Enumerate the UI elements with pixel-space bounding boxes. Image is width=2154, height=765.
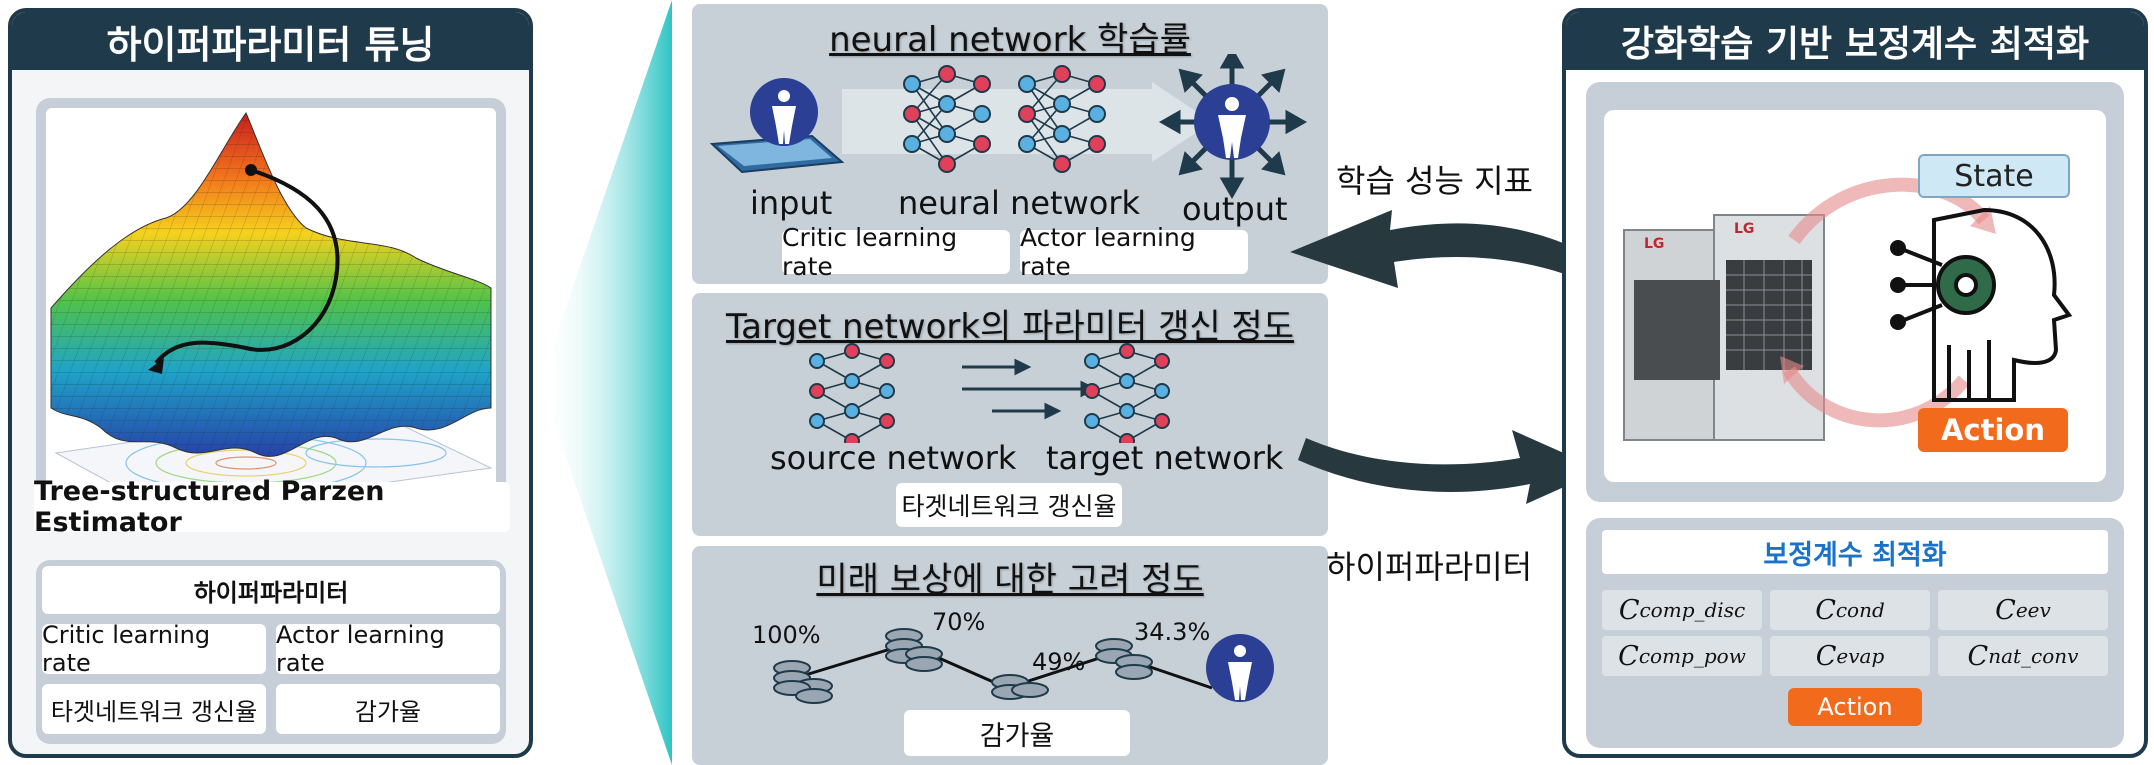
percent-label-70: 70%: [932, 608, 986, 636]
target-update-title: Target network의 파라미터 갱신 정도: [725, 307, 1294, 347]
hp-item-critic-lr: Critic learning rate: [42, 621, 266, 677]
hyperparameter-arrow-label: 하이퍼파라미터: [1326, 548, 1533, 586]
discount-coins-illustration: [773, 628, 1274, 704]
tag-target-update-rate: 타겟네트워크 갱신율: [896, 483, 1122, 527]
performance-metric-label: 학습 성능 지표: [1336, 162, 1533, 200]
neural-network-icon-2: [1018, 65, 1106, 173]
learning-rate-box: neural network 학습률: [692, 4, 1328, 284]
outdoor-unit-icon: LG LG: [1623, 214, 1825, 441]
input-label: input: [750, 184, 833, 222]
surface-plot-card: [36, 98, 506, 528]
rl-loop-illustration: LG LG: [1623, 177, 2073, 441]
coefficient-action-label: Action: [1788, 688, 1922, 726]
action-label: Action: [1918, 408, 2068, 452]
hyperparameter-list-title: 하이퍼파라미터: [42, 566, 500, 614]
rl-loop-card: LG LG State A: [1586, 82, 2124, 502]
neural-network-illustration: [709, 54, 1308, 199]
source-network-label: source network: [770, 439, 1017, 477]
tag-discount-factor: 감가율: [904, 710, 1130, 756]
surface-plot: [46, 108, 496, 518]
percent-label-100: 100%: [752, 621, 821, 649]
output-label: output: [1182, 190, 1288, 228]
lg-logo-2: LG: [1734, 221, 1754, 237]
percent-label-34-3: 34.3%: [1134, 618, 1211, 646]
rl-calibration-panel: 강화학습 기반 보정계수 최적화 LG LG: [1562, 8, 2148, 758]
hyperparameter-tuning-title: 하이퍼파라미터 튜닝: [12, 12, 529, 70]
target-network-label: target network: [1046, 439, 1284, 477]
hyperparameter-tuning-panel: 하이퍼파라미터 튜닝: [8, 8, 533, 758]
percent-label-49: 49%: [1032, 648, 1086, 676]
learning-rate-title: neural network 학습률: [829, 20, 1191, 60]
ai-agent-icon: [1890, 207, 2073, 402]
neural-network-label: neural network: [898, 184, 1141, 222]
neural-network-icon-1: [903, 65, 991, 173]
source-target-illustration: [809, 343, 1170, 443]
discount-box: 미래 보상에 대한 고려 정도 100% 70% 49% 34.3% 감가율: [692, 546, 1328, 765]
connecting-arrows: [1290, 210, 1608, 504]
rl-calibration-title: 강화학습 기반 보정계수 최적화: [1566, 12, 2144, 70]
tpe-method-label: Tree-structured Parzen Estimator: [34, 476, 510, 538]
state-label: State: [1918, 154, 2070, 198]
hp-item-discount-factor: 감가율: [276, 684, 500, 734]
target-update-box: Target network의 파라미터 갱신 정도: [692, 293, 1328, 536]
hp-item-target-update-rate: 타겟네트워크 갱신율: [42, 684, 266, 734]
hp-item-actor-lr: Actor learning rate: [276, 621, 500, 677]
tag-critic-lr: Critic learning rate: [782, 223, 1010, 281]
rl-loop-inner: LG LG State A: [1604, 110, 2106, 482]
hyperparameter-list-card: 하이퍼파라미터 Critic learning rate Actor learn…: [36, 560, 506, 744]
lg-logo-1: LG: [1644, 236, 1664, 252]
tpe-surface-illustration: [50, 111, 493, 514]
coefficient-card-title: 보정계수 최적화: [1602, 530, 2108, 574]
zoom-wedge: [540, 0, 672, 765]
discount-title: 미래 보상에 대한 고려 정도: [816, 560, 1204, 600]
tag-actor-lr: Actor learning rate: [1020, 223, 1248, 281]
